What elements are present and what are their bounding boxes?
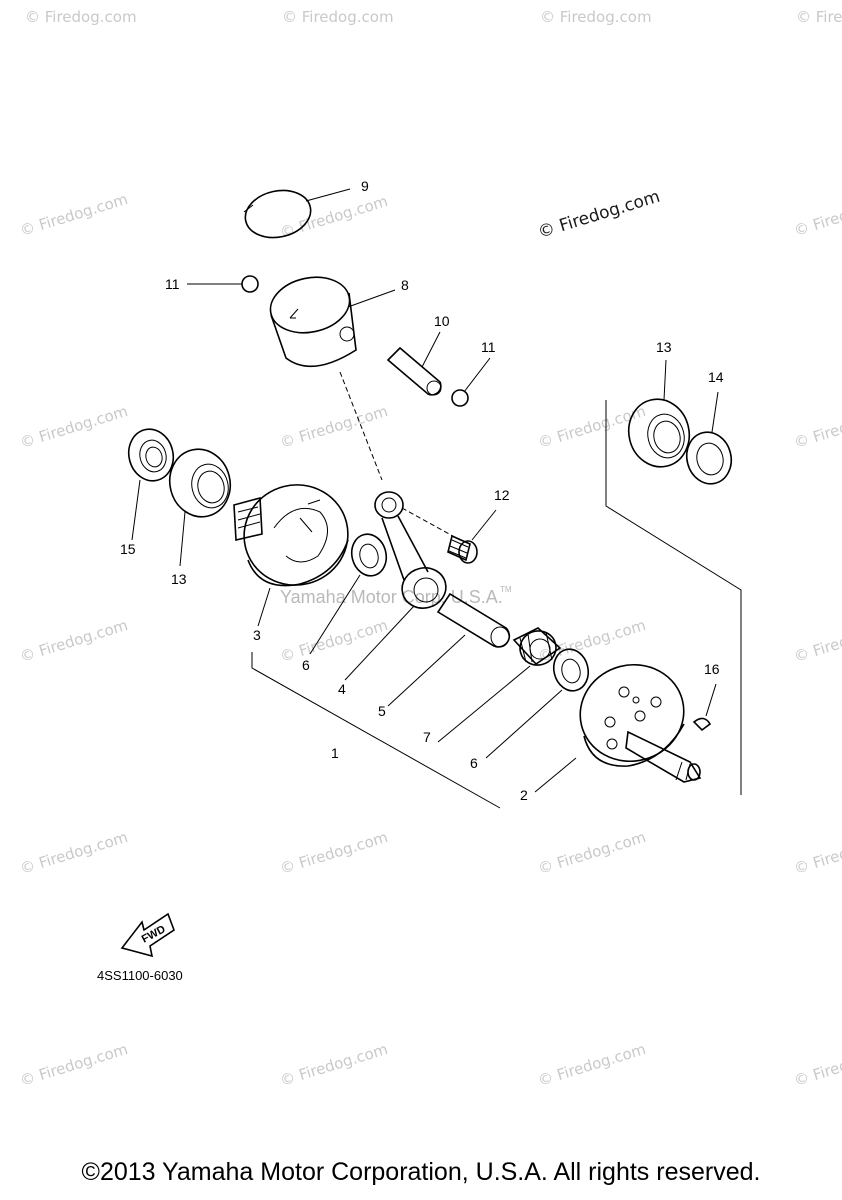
part-needle-bearing-big — [512, 627, 562, 666]
watermark: © Firedog.com — [18, 616, 130, 666]
part-washer-upper — [350, 533, 388, 577]
watermark: © Firedog.com — [282, 8, 394, 26]
callout-7: 7 — [423, 729, 431, 745]
brand-watermark-mark: TM — [500, 585, 512, 594]
watermark: © Firedog.com — [278, 616, 390, 666]
part-piston-ring — [243, 189, 312, 239]
part-crank-pin — [436, 592, 511, 648]
part-circlip-lower — [451, 389, 469, 407]
watermark: © Firedog.com — [792, 1040, 842, 1090]
part-circlip-upper — [241, 275, 259, 293]
part-woodruff-key — [692, 717, 712, 732]
watermark: © Firedog.com — [278, 192, 390, 242]
part-piston-pin — [386, 346, 442, 396]
part-oil-seal-left — [127, 428, 175, 482]
callout-8: 8 — [401, 277, 409, 293]
watermark: © Firedog.com — [792, 616, 842, 666]
callout-6-lower: 6 — [470, 755, 478, 771]
watermark-grid: © Firedog.com © Firedog.com © Firedog.co… — [18, 8, 842, 1090]
watermark: © Firedog.com — [278, 828, 390, 878]
watermark-dark: © Firedog.com — [536, 187, 663, 243]
callout-15: 15 — [120, 541, 136, 557]
callout-6-upper: 6 — [302, 657, 310, 673]
callout-16: 16 — [704, 661, 720, 677]
assembly-bracket — [251, 400, 742, 809]
fwd-arrow-icon: FWD — [120, 912, 175, 958]
callout-3: 3 — [253, 627, 261, 643]
callout-5: 5 — [378, 703, 386, 719]
part-oil-seal-right — [685, 431, 733, 485]
part-washer-lower — [552, 648, 590, 692]
callout-2: 2 — [520, 787, 528, 803]
part-connecting-rod — [374, 491, 447, 609]
part-bearing-left — [168, 448, 232, 518]
watermark: © Firedog.com — [796, 8, 842, 26]
callout-11-lower: 11 — [481, 339, 496, 355]
part-crank-right — [579, 663, 702, 783]
watermark: © Firedog.com — [18, 1040, 130, 1090]
watermark: © Firedog.com — [792, 190, 842, 240]
watermark: © Firedog.com — [278, 1040, 390, 1090]
watermark: © Firedog.com — [792, 402, 842, 452]
part-piston — [269, 276, 357, 368]
watermark: © Firedog.com — [536, 1040, 648, 1090]
copyright-notice: ©2013 Yamaha Motor Corporation, U.S.A. A… — [81, 1158, 761, 1186]
callout-1: 1 — [331, 745, 339, 761]
callout-11-upper: 11 — [165, 276, 180, 292]
callout-labels: 1 2 3 4 5 6 6 7 8 9 10 11 11 12 13 13 14… — [120, 178, 724, 803]
callout-13-right: 13 — [656, 339, 672, 355]
callout-10: 10 — [434, 313, 450, 329]
watermark: © Firedog.com — [278, 402, 390, 452]
callout-14: 14 — [708, 369, 724, 385]
callout-13-left: 13 — [171, 571, 187, 587]
part-crank-left — [233, 484, 349, 587]
brand-watermark: Yamaha Motor Corp. U.S.A. TM — [280, 585, 512, 607]
callout-9: 9 — [361, 178, 369, 194]
watermark: © Firedog.com — [25, 8, 137, 26]
callout-12: 12 — [494, 487, 510, 503]
brand-watermark-text: Yamaha Motor Corp. U.S.A. — [280, 587, 503, 607]
part-bearing-right — [627, 398, 691, 468]
watermark: © Firedog.com — [18, 828, 130, 878]
part-code: 4SS1100-6030 — [97, 968, 183, 983]
watermark: © Firedog.com — [540, 8, 652, 26]
watermark: © Firedog.com — [18, 402, 130, 452]
watermark: © Firedog.com — [792, 828, 842, 878]
part-needle-bearing-small — [447, 534, 478, 564]
watermark: © Firedog.com — [18, 190, 130, 240]
watermark: © Firedog.com — [536, 828, 648, 878]
callout-4: 4 — [338, 681, 346, 697]
